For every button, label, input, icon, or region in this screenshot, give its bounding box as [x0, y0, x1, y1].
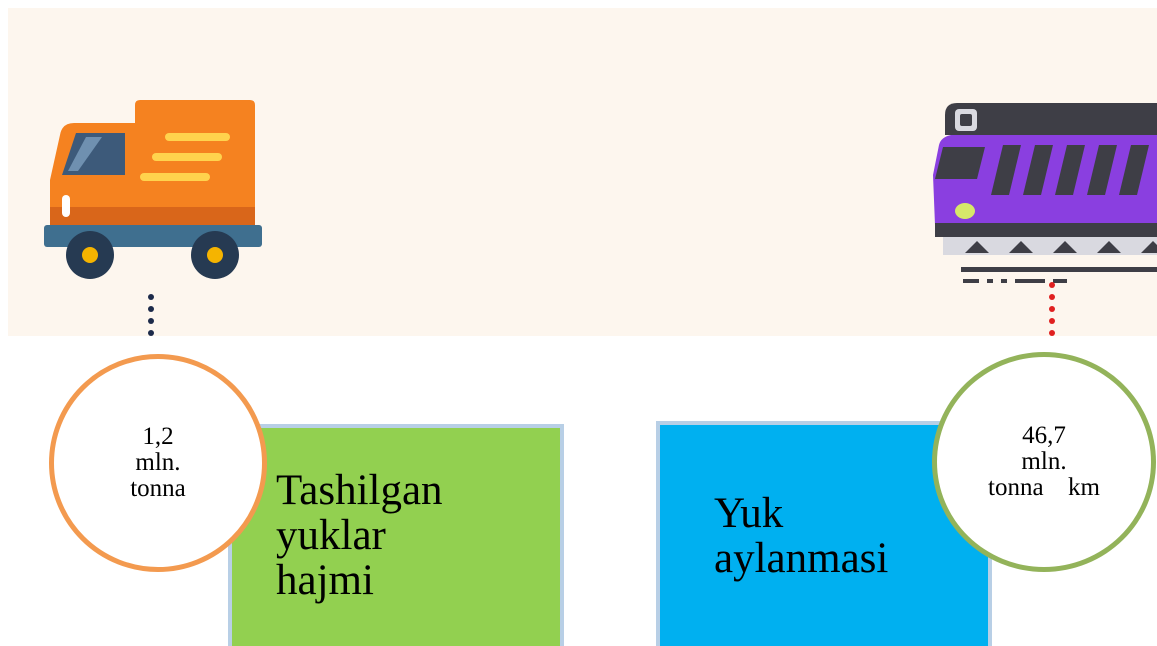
cargo-volume-value-circle: 1,2 mln. tonna — [49, 354, 267, 572]
cargo-turnover-value: 46,7 — [1022, 421, 1066, 449]
cargo-volume-unit-2: tonna — [130, 475, 186, 503]
connector-dots-right — [1049, 282, 1055, 336]
connector-dots-left — [148, 294, 154, 336]
cargo-turnover-label-line-1: Yuk — [714, 490, 784, 537]
cargo-volume-label-line-3: hajmi — [276, 557, 374, 605]
cargo-turnover-label-line-2: aylanmasi — [714, 535, 889, 583]
delivery-truck-icon — [44, 100, 262, 279]
cargo-turnover-value-circle: 46,7 mln. tonna km — [932, 352, 1156, 572]
cargo-turnover-unit-2: tonna km — [988, 474, 1100, 502]
cargo-volume-unit-1: mln. — [135, 448, 181, 476]
cargo-volume-label-line-1: Tashilgan — [276, 467, 443, 514]
cargo-turnover-unit-1: mln. — [1021, 447, 1067, 475]
cargo-volume-label-line-2: yuklar — [276, 512, 386, 560]
cargo-volume-value: 1,2 — [142, 422, 174, 450]
cargo-volume-box: Tashilgan yuklar hajmi — [228, 424, 564, 646]
train-icon — [933, 103, 1157, 283]
